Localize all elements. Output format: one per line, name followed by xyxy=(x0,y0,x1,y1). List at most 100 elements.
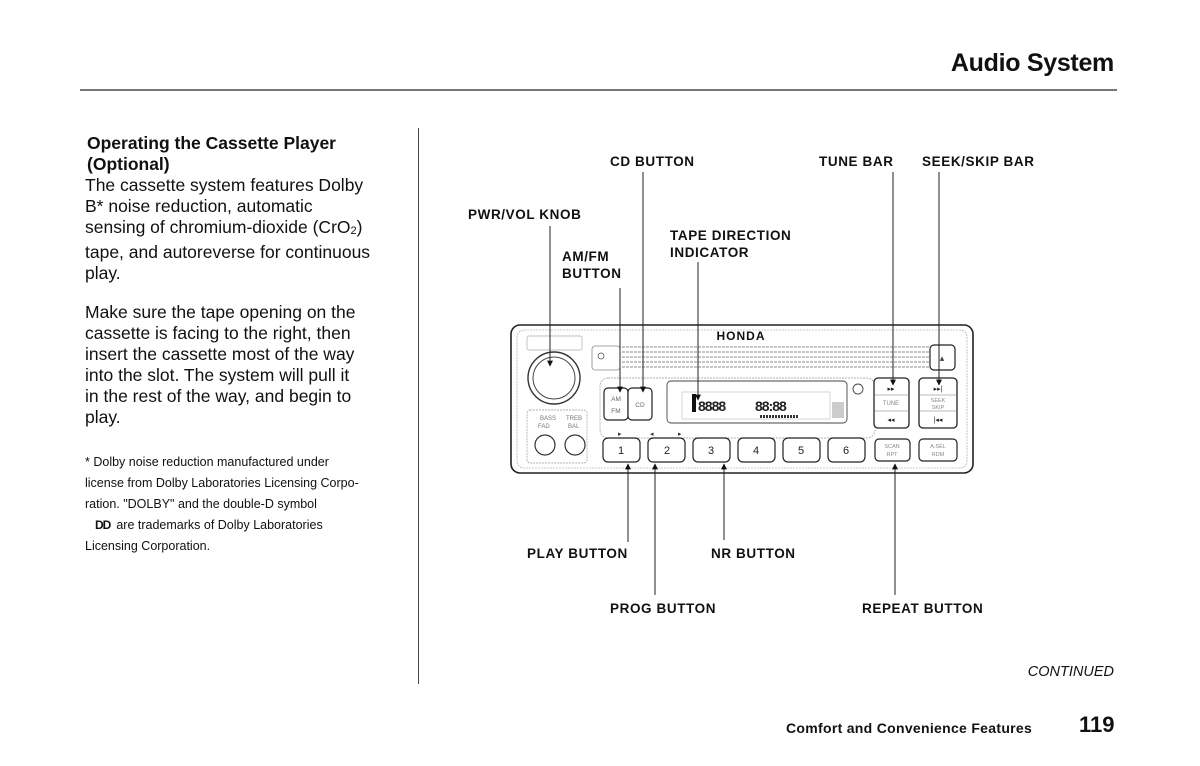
footnote-line: Licensing Corporation. xyxy=(85,539,211,553)
preset-label: 4 xyxy=(753,445,759,457)
pwr-vol-label-plate xyxy=(526,335,583,351)
insert-cassette-paragraph: Make sure the tape opening on the casset… xyxy=(85,302,415,428)
rpt-label: RPT xyxy=(887,452,899,458)
paragraph-line: sensing of chromium-dioxide (CrO2) xyxy=(85,217,415,242)
eject-icon: ▴ xyxy=(940,353,945,363)
preset-button-6[interactable]: 6 xyxy=(827,437,866,463)
section-heading-line1: Operating the Cassette Player xyxy=(87,133,336,153)
skip-back-icon: |◂◂ xyxy=(934,417,943,424)
display-frequency: 8888 xyxy=(698,398,726,414)
paragraph-line: Make sure the tape opening on the xyxy=(85,302,356,322)
preset-button-5[interactable]: 5 xyxy=(782,437,821,463)
section-heading-line2: (Optional) xyxy=(87,154,170,174)
preset-label: 5 xyxy=(798,445,804,457)
preset-label: 3 xyxy=(708,445,714,457)
fad-label: FAD xyxy=(538,424,550,430)
header-rule xyxy=(80,89,1117,91)
treb-bal-knob[interactable] xyxy=(564,434,586,456)
paragraph-line: play. xyxy=(85,263,121,283)
cd-label: CD xyxy=(635,402,645,409)
callout-play-button: PLAY BUTTON xyxy=(527,546,628,561)
tune-bar[interactable]: ▸▸ TUNE ◂◂ xyxy=(873,377,910,429)
a-sel-random-button[interactable]: A.SEL RDM xyxy=(918,438,958,462)
callout-cd-button: CD BUTTON xyxy=(610,154,695,169)
footnote-line: * Dolby noise reduction manufactured und… xyxy=(85,455,329,469)
paragraph-line: tape, and autoreverse for continuous xyxy=(85,242,371,262)
tune-down-icon: ◂◂ xyxy=(887,417,895,424)
skip-forward-icon: ▸▸| xyxy=(934,386,943,393)
honda-logo: HONDA xyxy=(717,329,766,343)
skip-label: SKIP xyxy=(932,405,945,411)
callout-line: TAPE DIRECTION xyxy=(670,228,792,243)
preset-button-1[interactable]: 1 xyxy=(602,437,641,463)
bal-label: BAL xyxy=(568,424,580,430)
ff-indicator-icon: ▸ xyxy=(678,431,682,438)
tone-controls-panel xyxy=(526,409,588,464)
page-title: Audio System xyxy=(950,49,1114,77)
display-clock: 88:88 xyxy=(755,398,787,414)
callout-tape-direction-indicator: TAPE DIRECTION INDICATOR xyxy=(670,227,791,261)
continued-label: CONTINUED xyxy=(1027,664,1114,680)
cd-button[interactable]: CD xyxy=(627,387,653,421)
preset-label: 2 xyxy=(664,445,670,457)
bass-fad-knob[interactable] xyxy=(534,434,556,456)
scan-label: SCAN xyxy=(884,444,899,450)
section-heading: Operating the Cassette Player (Optional) xyxy=(87,133,336,175)
seek-label: SEEK xyxy=(931,398,946,404)
callout-am-fm-button: AM/FM BUTTON xyxy=(562,248,622,282)
callout-line: INDICATOR xyxy=(670,245,750,260)
faceplate-inner-border xyxy=(516,329,968,469)
paragraph-line: insert the cassette most of the way xyxy=(85,344,355,364)
treb-label: TREB xyxy=(566,416,582,422)
display-pattern xyxy=(832,402,844,418)
play-indicator-icon: ▸ xyxy=(618,431,622,438)
rdm-label: RDM xyxy=(932,452,945,458)
fm-label: FM xyxy=(611,408,620,415)
pwr-vol-knob[interactable] xyxy=(527,351,581,405)
footnote-line: DD are trademarks of Dolby Laboratories xyxy=(85,515,415,536)
subscript: 2 xyxy=(350,225,357,237)
a-sel-label: A.SEL xyxy=(930,444,946,450)
paragraph-line: into the slot. The system will pull it xyxy=(85,365,350,385)
leader-lines xyxy=(547,172,942,595)
callout-tune-bar: TUNE BAR xyxy=(819,154,894,169)
level-meter xyxy=(760,415,798,418)
preset-button-2[interactable]: 2 xyxy=(647,437,686,463)
intro-paragraph: The cassette system features Dolby B* no… xyxy=(85,175,415,284)
rewind-indicator-icon: ◂ xyxy=(650,431,654,438)
paragraph-line: B* noise reduction, automatic xyxy=(85,196,313,216)
text-span: are trademarks of Dolby Laboratories xyxy=(116,518,323,532)
scan-repeat-button[interactable]: SCAN RPT xyxy=(874,438,911,462)
paragraph-line: cassette is facing to the right, then xyxy=(85,323,351,343)
page-number: 119 xyxy=(1079,712,1115,737)
lcd-display: 8888 88:88 xyxy=(666,380,848,424)
paragraph-line: The cassette system features Dolby xyxy=(85,175,364,195)
paragraph-line: play. xyxy=(85,407,121,427)
tape-indicator-led xyxy=(597,352,605,360)
callout-repeat-button: REPEAT BUTTON xyxy=(862,601,984,616)
footnote-line: license from Dolby Laboratories Licensin… xyxy=(85,476,359,490)
text-span: ) xyxy=(356,217,363,237)
dolby-footnote: * Dolby noise reduction manufactured und… xyxy=(85,452,415,557)
eject-button[interactable]: ▴ xyxy=(929,344,956,371)
callout-pwr-vol-knob: PWR/VOL KNOB xyxy=(468,207,582,222)
bass-label: BASS xyxy=(540,416,556,422)
security-led xyxy=(852,383,864,395)
footer-section-title: Comfort and Convenience Features xyxy=(786,720,1033,736)
preset-button-3[interactable]: 3 xyxy=(692,437,731,463)
seek-skip-bar[interactable]: ▸▸| SEEK SKIP |◂◂ xyxy=(918,377,958,429)
tune-label: TUNE xyxy=(883,401,899,407)
column-divider xyxy=(418,128,419,684)
text-span: sensing of chromium-dioxide (CrO xyxy=(85,217,351,237)
dolby-double-d-icon: DD xyxy=(95,518,111,532)
tune-up-icon: ▸▸ xyxy=(887,386,895,393)
tape-direction-indicator xyxy=(692,394,696,412)
callout-line: BUTTON xyxy=(562,266,622,281)
am-fm-button[interactable]: AM FM xyxy=(603,387,629,421)
preset-label: 6 xyxy=(843,445,849,457)
preset-button-4[interactable]: 4 xyxy=(737,437,776,463)
cassette-slot xyxy=(622,346,935,368)
footnote-line: ration. "DOLBY" and the double-D symbol xyxy=(85,497,317,511)
center-panel xyxy=(599,377,876,439)
